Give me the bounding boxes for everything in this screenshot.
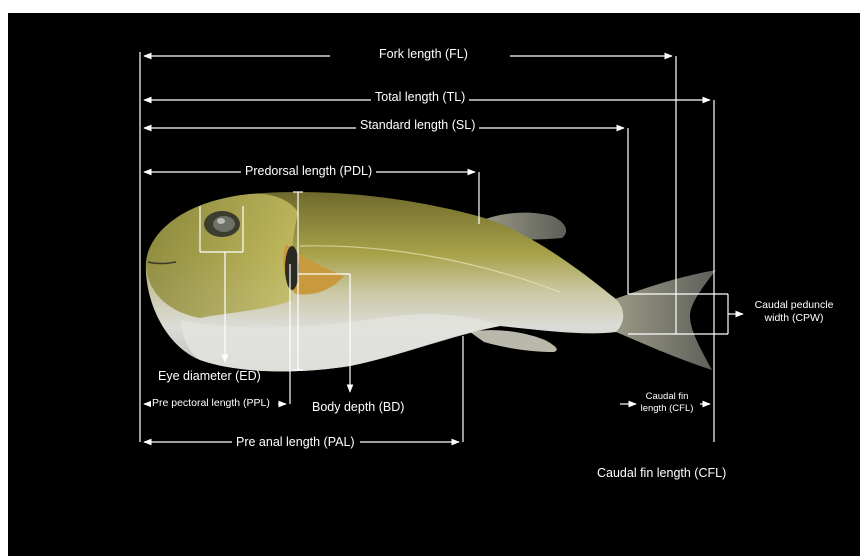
total-length-label: Total length (TL): [371, 91, 469, 104]
caudal-fin-length-small-label-line2: length (CFL): [634, 403, 700, 415]
standard-length-label: Standard length (SL): [356, 119, 479, 132]
fish-eye-iris: [213, 216, 235, 232]
caudal-peduncle-width-label: Caudal peduncle width (CPW): [740, 299, 848, 325]
body-depth-label: Body depth (BD): [312, 401, 404, 414]
fish-illustration: [146, 192, 716, 371]
caudal-fin-length-bottom-label: Caudal fin length (CFL): [597, 467, 726, 480]
caudal-peduncle-width-label-line1: Caudal peduncle: [740, 299, 848, 312]
pre-anal-length-label: Pre anal length (PAL): [232, 436, 359, 449]
eye-diameter-label: Eye diameter (ED): [158, 370, 261, 383]
anal-fin: [470, 330, 557, 352]
fork-length-label: Fork length (FL): [375, 48, 472, 61]
caudal-fin-length-small-label: Caudal fin length (CFL): [634, 391, 700, 415]
predorsal-length-label: Predorsal length (PDL): [241, 165, 376, 178]
caudal-peduncle-width-label-line2: width (CPW): [740, 312, 848, 325]
fish-eye-highlight: [217, 218, 225, 224]
pre-pectoral-length-label: Pre pectoral length (PPL): [151, 398, 271, 409]
gill-opening: [285, 246, 299, 290]
caudal-fin-length-small-label-line1: Caudal fin: [634, 391, 700, 403]
